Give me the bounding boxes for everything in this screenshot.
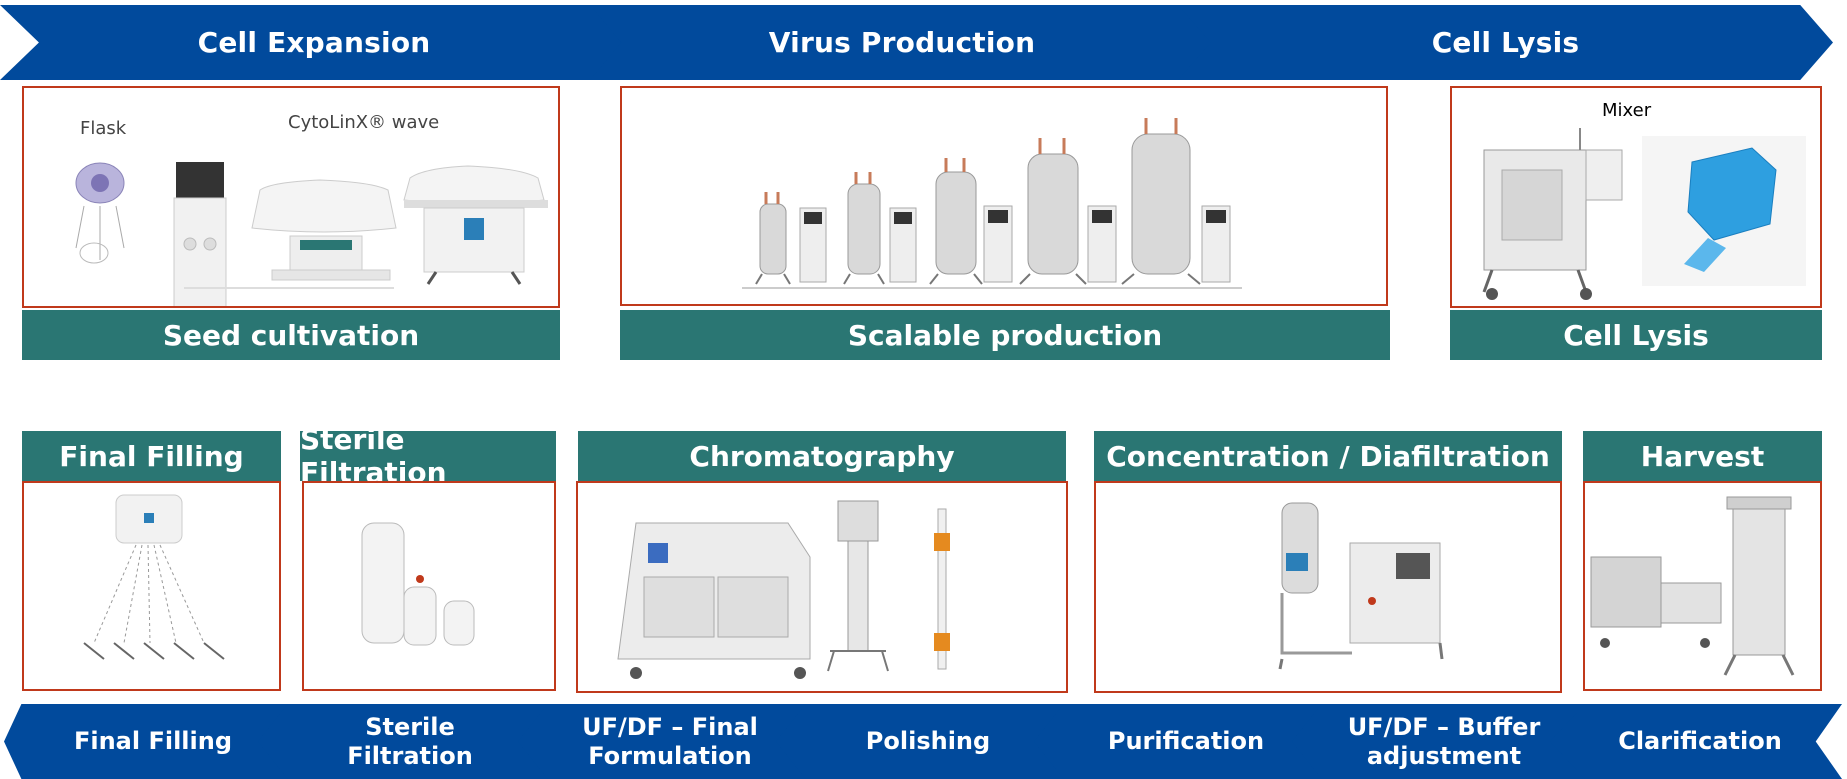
sterile-filtration-header: Sterile Filtration <box>300 423 556 489</box>
tff-skid-illustration <box>1278 502 1444 670</box>
flow-step-label: Virus Production <box>768 26 1036 59</box>
harvest-image-panel <box>1583 481 1822 691</box>
wave-caption: CytoLinX® wave <box>288 112 440 133</box>
panel-title: Final Filling <box>59 439 244 473</box>
flow-step-ufdf-final-formulation: UF/DF – Final Formulation <box>518 704 814 779</box>
flow-step-label: Cell Lysis <box>1431 26 1580 59</box>
filling-manifold-illustration <box>83 494 225 660</box>
flow-step-final-filling: Final Filling <box>4 704 294 779</box>
chromatography-header: Chromatography <box>578 431 1066 481</box>
capsule-filters-illustration <box>361 522 475 646</box>
chromatography-system-illustration <box>617 500 950 679</box>
final-filling-image-panel <box>22 481 281 691</box>
bioreactor-equipment-illustration <box>75 162 548 306</box>
panel-title: Concentration / Diafiltration <box>1106 439 1550 473</box>
panel-title: Harvest <box>1640 439 1765 473</box>
flask-caption: Flask <box>80 118 127 139</box>
seed-cultivation-header: Seed cultivation <box>22 310 560 360</box>
concentration-diafiltration-image-panel <box>1094 481 1562 693</box>
flow-step-label: Clarification <box>1618 727 1782 756</box>
flow-step-ufdf-buffer-adjustment: UF/DF – Buffer adjustment <box>1292 704 1588 779</box>
panel-title: Cell Lysis <box>1563 318 1709 352</box>
scalable-bioreactors-illustration <box>742 118 1242 289</box>
flow-step-label: UF/DF – Buffer adjustment <box>1347 712 1541 770</box>
panel-title: Chromatography <box>689 439 955 473</box>
flow-step-purification: Purification <box>1034 704 1330 779</box>
sterile-filtration-image-panel <box>302 481 556 691</box>
flow-step-label: Purification <box>1107 727 1265 756</box>
flow-step-label: UF/DF – Final Formulation <box>582 712 758 770</box>
flow-step-label: Cell Expansion <box>197 26 431 59</box>
scalable-production-header: Scalable production <box>620 310 1390 360</box>
scalable-production-image-panel <box>620 86 1388 306</box>
panel-title: Sterile Filtration <box>300 423 447 489</box>
cell-lysis-header: Cell Lysis <box>1450 310 1822 360</box>
panel-title: Seed cultivation <box>162 318 420 352</box>
concentration-diafiltration-header: Concentration / Diafiltration <box>1094 431 1562 481</box>
flow-step-virus-production: Virus Production <box>590 5 1214 80</box>
flow-step-polishing: Polishing <box>776 704 1072 779</box>
depth-filtration-illustration <box>1590 496 1795 676</box>
flow-step-sterile-filtration: Sterile Filtration <box>258 704 554 779</box>
flow-step-label: Final Filling <box>73 727 233 756</box>
flow-step-label: Polishing <box>865 727 991 756</box>
cell-lysis-image-panel: Mixer <box>1450 86 1822 308</box>
harvest-header: Harvest <box>1583 431 1822 481</box>
flow-step-cell-lysis: Cell Lysis <box>1178 5 1833 80</box>
seed-cultivation-image-panel: Flask CytoLinX® wave <box>22 86 560 308</box>
flow-step-label: Sterile Filtration <box>347 712 473 770</box>
final-filling-header: Final Filling <box>22 431 281 481</box>
mixer-caption: Mixer <box>1602 100 1652 121</box>
flow-step-cell-expansion: Cell Expansion <box>0 5 628 80</box>
flow-step-clarification: Clarification <box>1550 704 1842 779</box>
chromatography-image-panel <box>576 481 1068 693</box>
mixer-illustration <box>1482 128 1806 300</box>
panel-title: Scalable production <box>847 318 1163 352</box>
